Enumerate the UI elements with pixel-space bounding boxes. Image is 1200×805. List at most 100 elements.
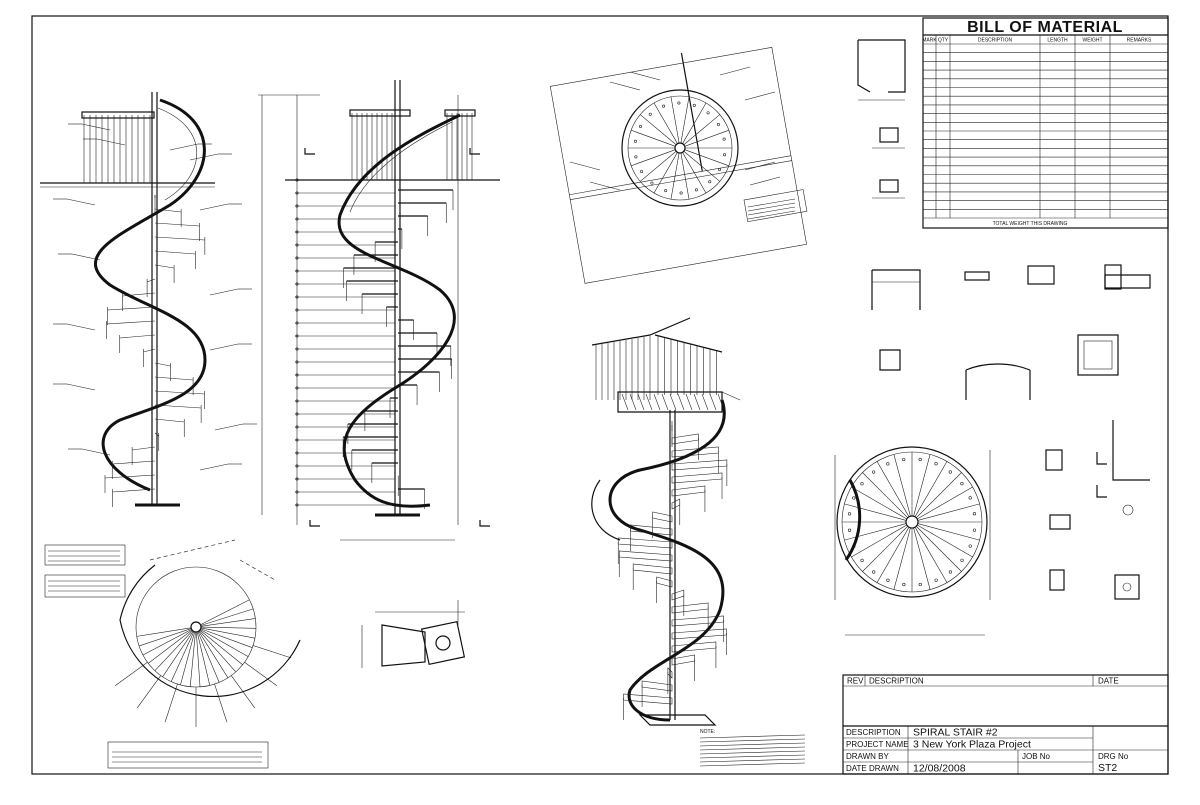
leader-line xyxy=(71,253,101,261)
note-text-line xyxy=(747,202,796,212)
tread xyxy=(154,362,171,367)
bolt-hole xyxy=(664,189,668,193)
leader-line xyxy=(66,323,96,331)
level-marker xyxy=(295,295,299,299)
bom-header-mark: MARK xyxy=(922,38,937,44)
bolt-hole xyxy=(972,512,977,516)
project-name-label: PROJECT NAME xyxy=(846,740,909,749)
tread-edge xyxy=(631,149,676,167)
tread-edge xyxy=(653,102,678,144)
leader-line xyxy=(589,181,621,191)
leader-line xyxy=(189,153,219,161)
tread xyxy=(154,208,182,213)
level-marker xyxy=(295,490,299,494)
leader-line xyxy=(749,176,781,186)
tread-edge xyxy=(862,526,908,572)
tread-edge xyxy=(917,486,973,520)
tread-layout-plan xyxy=(44,539,301,769)
bolt-hole xyxy=(968,496,972,500)
leader-line xyxy=(609,81,641,91)
bolt-hole xyxy=(972,528,977,532)
bolt-hole xyxy=(968,544,972,548)
grating-line xyxy=(637,393,645,411)
leader-line xyxy=(81,123,111,131)
drg-number-value: ST2 xyxy=(1098,762,1117,774)
bolt-hole xyxy=(847,528,852,532)
level-marker xyxy=(295,204,299,208)
note-text-line xyxy=(699,738,806,743)
bolt-hole xyxy=(638,124,642,128)
grating-line xyxy=(669,393,677,411)
bolt-hole xyxy=(960,558,964,562)
tread xyxy=(122,292,156,297)
tread xyxy=(107,306,156,311)
leader-line xyxy=(66,383,96,391)
tread-edge xyxy=(683,150,721,182)
leader-line xyxy=(199,203,229,211)
left-elevation-view xyxy=(40,92,257,507)
base-plate-detail xyxy=(361,600,466,668)
tread-edge xyxy=(683,114,721,146)
tread-edge xyxy=(917,524,973,558)
grating-line xyxy=(709,393,717,411)
tread-edge xyxy=(916,526,962,572)
rev-date-label: DATE xyxy=(1098,677,1119,686)
level-marker xyxy=(295,269,299,273)
bolt-hole xyxy=(679,191,683,195)
tread-edge xyxy=(170,631,195,682)
note-text-line xyxy=(699,758,806,763)
bolt-hole xyxy=(934,578,938,582)
tread-edge xyxy=(154,630,193,671)
note-text-line xyxy=(747,210,796,220)
tread xyxy=(143,348,156,353)
bolt-hole xyxy=(634,155,638,159)
level-marker xyxy=(295,230,299,234)
bolt-hole xyxy=(706,111,710,115)
tread-edge xyxy=(200,608,254,626)
tread-edge xyxy=(916,472,962,518)
level-marker xyxy=(295,438,299,442)
bom-header-length: LENGTH xyxy=(1047,38,1068,44)
bolt-hole xyxy=(934,462,938,466)
leader-line xyxy=(569,161,601,171)
leader-line xyxy=(214,423,244,431)
bolt-hole xyxy=(886,462,890,466)
tread xyxy=(154,376,194,381)
tread xyxy=(154,404,202,409)
bolt-hole xyxy=(718,168,722,172)
tread xyxy=(652,511,673,523)
tread-edge xyxy=(200,629,249,657)
level-marker xyxy=(295,412,299,416)
tread-edge xyxy=(196,631,201,687)
grating-line xyxy=(661,393,669,411)
notes-title: NOTE: xyxy=(700,729,715,735)
bolt-hole xyxy=(886,578,890,582)
tread-edge xyxy=(670,152,680,200)
bolt-hole xyxy=(918,582,922,587)
date-drawn-label: DATE DRAWN xyxy=(846,764,899,773)
leader-line xyxy=(81,448,111,456)
bolt-hole xyxy=(662,104,666,108)
grating-line xyxy=(693,393,701,411)
bom-title: BILL OF MATERIAL xyxy=(967,19,1123,36)
note-text-line xyxy=(747,198,796,208)
note-text-line xyxy=(699,750,806,755)
title-block: REV DESCRIPTION DATE DESCRIPTION SPIRAL … xyxy=(842,674,1169,775)
tread xyxy=(671,459,728,471)
level-marker xyxy=(295,451,299,455)
tread-edge xyxy=(200,627,256,639)
tread xyxy=(671,498,681,510)
bolt-hole xyxy=(650,181,654,185)
tread xyxy=(104,474,156,479)
tread xyxy=(132,446,156,451)
tread-edge xyxy=(914,461,948,517)
tread-edge xyxy=(682,152,707,194)
project-name-value: 3 New York Plaza Project xyxy=(913,739,1031,751)
tread-edge xyxy=(114,662,148,687)
tread-edge xyxy=(198,631,229,678)
tread-edge xyxy=(197,631,220,683)
grating-line xyxy=(621,393,629,411)
tread-edge xyxy=(862,472,908,518)
